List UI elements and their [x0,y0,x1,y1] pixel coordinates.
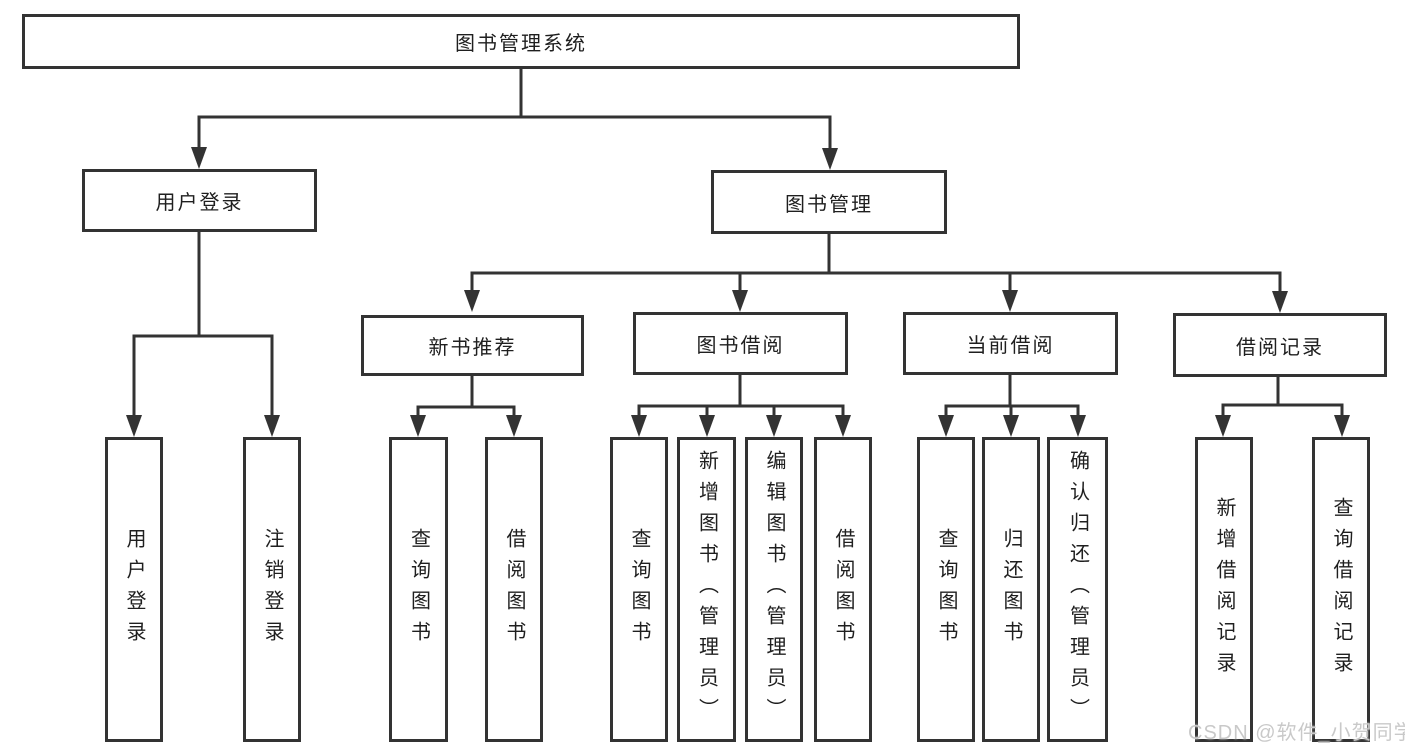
node-leaf-current-confirm: 确认归还（管理员） [1047,437,1108,742]
node-new-book-recommend: 新书推荐 [361,315,584,376]
node-leaf-borrow-borrow: 借阅图书 [814,437,872,742]
node-leaf-logout-label: 注销登录 [261,527,283,652]
connector-user-login-to-leaves [126,232,280,437]
node-leaf-user-login: 用户登录 [105,437,163,742]
node-current-borrow-label: 当前借阅 [966,335,1055,357]
watermark: CSDN @软件_小贺同学 [1188,722,1405,744]
connector-book-manage-to-level3 [464,234,1288,313]
node-book-borrow-label: 图书借阅 [696,335,785,357]
node-leaf-record-add: 新增借阅记录 [1195,437,1253,742]
node-borrow-record: 借阅记录 [1173,313,1387,377]
node-leaf-current-query: 查询图书 [917,437,975,742]
node-leaf-record-query-label: 查询借阅记录 [1330,496,1352,683]
node-root: 图书管理系统 [22,14,1020,69]
node-leaf-borrow-borrow-label: 借阅图书 [832,527,854,652]
node-leaf-record-add-label: 新增借阅记录 [1213,496,1235,683]
node-leaf-current-query-label: 查询图书 [935,527,957,652]
node-leaf-recommend-query: 查询图书 [389,437,448,742]
connector-borrow-record-to-leaves [1215,377,1350,437]
node-new-book-recommend-label: 新书推荐 [428,337,517,359]
node-user-login-label: 用户登录 [155,192,244,214]
node-leaf-borrow-query: 查询图书 [610,437,668,742]
connector-new-book-recommend-to-leaves [410,376,522,437]
node-leaf-borrow-edit-label: 编辑图书（管理员） [763,450,785,729]
node-book-manage: 图书管理 [711,170,947,234]
node-leaf-recommend-borrow-label: 借阅图书 [503,527,525,652]
node-leaf-user-login-label: 用户登录 [123,527,145,652]
node-leaf-recommend-borrow: 借阅图书 [485,437,543,742]
node-root-label: 图书管理系统 [455,33,587,55]
node-leaf-borrow-add-label: 新增图书（管理员） [695,450,718,729]
node-leaf-borrow-edit: 编辑图书（管理员） [745,437,803,742]
node-book-manage-label: 图书管理 [785,193,873,216]
connector-book-borrow-to-leaves [631,375,851,437]
node-leaf-record-query: 查询借阅记录 [1312,437,1370,742]
node-current-borrow: 当前借阅 [903,312,1118,375]
node-leaf-current-confirm-label: 确认归还（管理员） [1066,450,1089,729]
node-leaf-current-return: 归还图书 [982,437,1040,742]
node-user-login: 用户登录 [82,169,317,232]
connector-current-borrow-to-leaves [938,375,1086,437]
node-borrow-record-label: 借阅记录 [1236,336,1324,359]
node-book-borrow: 图书借阅 [633,312,848,375]
connector-root-to-level2 [191,69,838,170]
node-leaf-current-return-label: 归还图书 [1000,527,1022,652]
node-leaf-borrow-add: 新增图书（管理员） [677,437,736,742]
node-leaf-borrow-query-label: 查询图书 [628,527,650,652]
node-leaf-recommend-query-label: 查询图书 [407,527,430,652]
node-leaf-logout: 注销登录 [243,437,301,742]
